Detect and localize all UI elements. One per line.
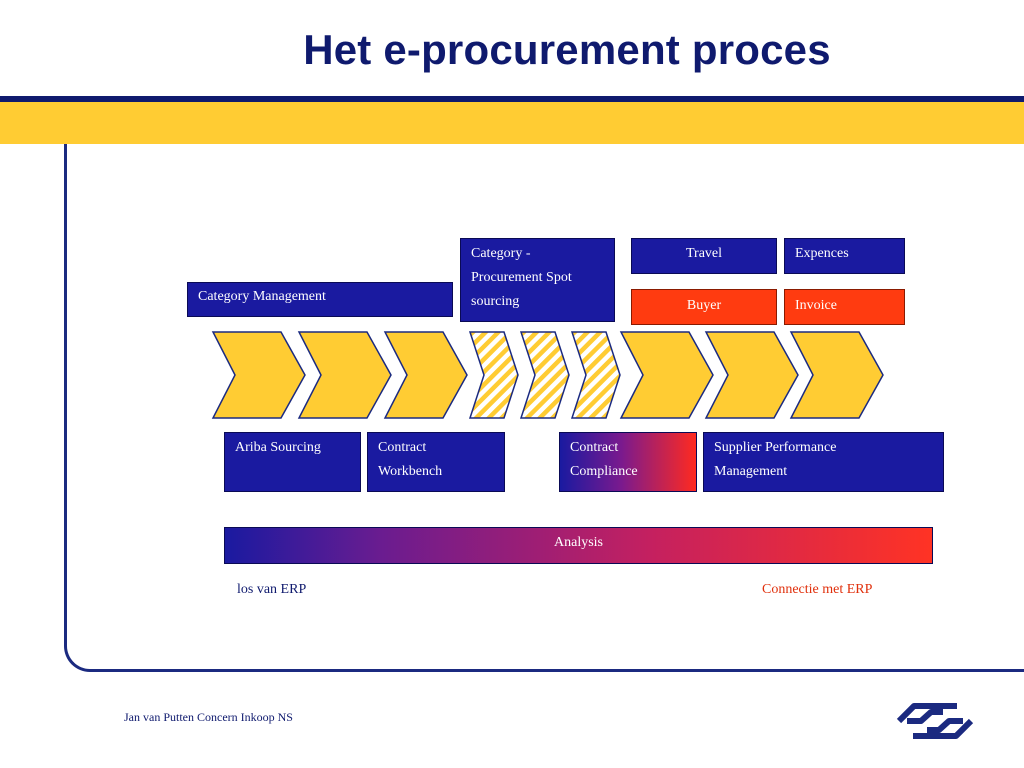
footer-text: Jan van Putten Concern Inkoop NS bbox=[124, 710, 293, 724]
chevron-solid-7 bbox=[619, 331, 714, 419]
ariba-sourcing-label: Ariba Sourcing bbox=[235, 440, 321, 455]
content-frame bbox=[64, 144, 1024, 672]
contract-workbench-line-1: Contract bbox=[378, 440, 427, 455]
los-van-erp-label: los van ERP bbox=[237, 582, 307, 597]
ns-logo bbox=[896, 703, 974, 739]
category-procurement-spot-box: Category - Procurement Spot sourcing bbox=[460, 238, 615, 322]
contract-compliance-line-1: Contract bbox=[570, 440, 619, 455]
chevron-solid-3 bbox=[383, 331, 468, 419]
contract-workbench-line-2: Workbench bbox=[378, 464, 443, 479]
supplier-performance-line-2: Management bbox=[714, 464, 788, 479]
analysis-bar: Analysis bbox=[224, 527, 933, 564]
contract-compliance-line-2: Compliance bbox=[570, 464, 638, 479]
analysis-label: Analysis bbox=[554, 535, 603, 550]
chevron-solid-8 bbox=[704, 331, 799, 419]
category-procurement-line-1: Category - bbox=[471, 246, 531, 261]
category-management-label: Category Management bbox=[198, 289, 326, 304]
chevron-solid-1 bbox=[211, 331, 306, 419]
invoice-box: Invoice bbox=[784, 289, 905, 325]
connectie-met-erp-label: Connectie met ERP bbox=[762, 582, 873, 597]
ariba-sourcing-box: Ariba Sourcing bbox=[224, 432, 361, 492]
travel-box: Travel bbox=[631, 238, 777, 274]
contract-workbench-box: Contract Workbench bbox=[367, 432, 505, 492]
expences-label: Expences bbox=[795, 246, 849, 261]
chevron-solid-2 bbox=[297, 331, 392, 419]
supplier-performance-line-1: Supplier Performance bbox=[714, 440, 837, 455]
chevron-hatched-5 bbox=[519, 331, 570, 419]
category-procurement-line-2: Procurement Spot bbox=[471, 270, 572, 285]
supplier-performance-box: Supplier Performance Management bbox=[703, 432, 944, 492]
contract-compliance-box: Contract Compliance bbox=[559, 432, 697, 492]
chevron-hatched-4 bbox=[468, 331, 519, 419]
header-band bbox=[0, 102, 1024, 144]
expences-box: Expences bbox=[784, 238, 905, 274]
category-procurement-line-3: sourcing bbox=[471, 294, 520, 309]
chevron-hatched-6 bbox=[570, 331, 621, 419]
travel-label: Travel bbox=[685, 246, 723, 261]
page-title: Het e-procurement proces bbox=[303, 26, 831, 73]
header-rule bbox=[0, 96, 1024, 102]
buyer-box: Buyer bbox=[631, 289, 777, 325]
category-management-box: Category Management bbox=[187, 282, 453, 317]
chevron-solid-9 bbox=[789, 331, 884, 419]
invoice-label: Invoice bbox=[795, 298, 837, 313]
buyer-label: Buyer bbox=[686, 298, 722, 313]
